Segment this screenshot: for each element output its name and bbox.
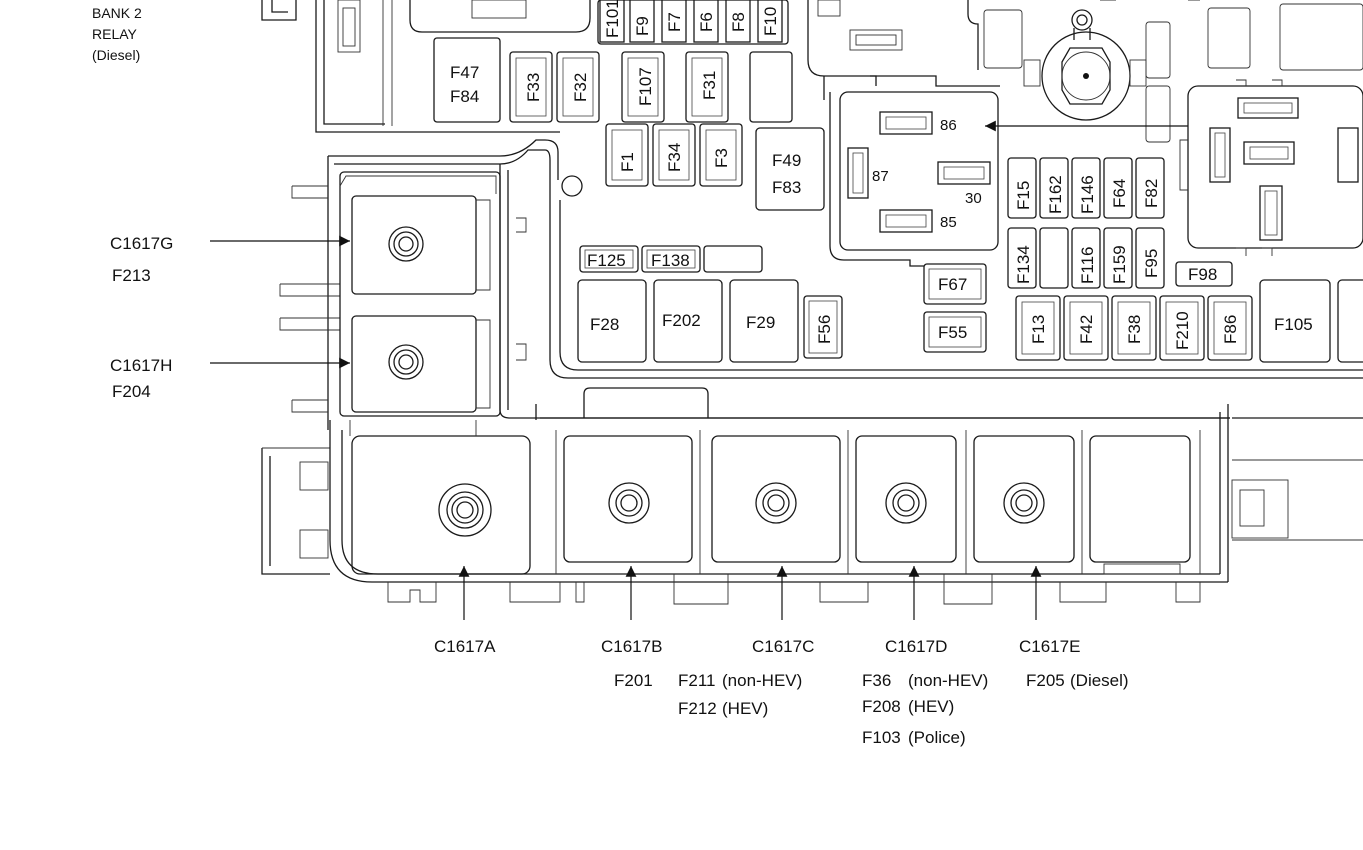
housing-outline	[261, 0, 1363, 605]
side-connector-blocks	[339, 171, 501, 436]
fuse-f6: F6	[697, 12, 716, 32]
fuse-f95: F95	[1142, 249, 1161, 278]
relay-pin-86: 86	[940, 117, 957, 134]
right-fuse-row-c	[1015, 279, 1363, 363]
fuse-f3: F3	[712, 148, 731, 168]
fuse-f101: F101	[603, 0, 622, 38]
c1617c-fuse-1: F211	[678, 671, 716, 690]
fuse-f47: F47	[450, 63, 479, 82]
fuse-f56: F56	[815, 315, 834, 344]
fuse-f67: F67	[938, 275, 967, 294]
c1617d-note-1: (non-HEV)	[908, 671, 988, 690]
c1617e-note: (Diesel)	[1070, 671, 1129, 690]
c1617d-fuse-3: F103	[862, 728, 901, 747]
bank2-relay-label-2: RELAY	[92, 26, 138, 42]
fuse-f8: F8	[729, 12, 748, 32]
fuse-f64: F64	[1110, 179, 1129, 208]
fuse-f82: F82	[1142, 179, 1161, 208]
fuse-row-lower	[577, 263, 987, 363]
fuse-f32: F32	[571, 73, 590, 102]
right-fuse-row-b	[1007, 227, 1233, 289]
fuse-f83: F83	[772, 178, 801, 197]
fuse-f105: F105	[1274, 315, 1313, 334]
fuse-f125: F125	[587, 251, 626, 270]
fuse-row-2	[433, 37, 793, 123]
fuse-f162: F162	[1046, 175, 1065, 214]
connector-c1617h-label: C1617H	[110, 356, 172, 375]
fuse-f13: F13	[1029, 315, 1048, 344]
right-relay	[1179, 79, 1363, 256]
top-fuse-strip	[597, 0, 789, 45]
relay-block	[823, 75, 1000, 267]
fuse-f146: F146	[1078, 175, 1097, 214]
connector-c1617c-label: C1617C	[752, 637, 814, 656]
c1617d-fuse-1: F36	[862, 671, 891, 690]
fuse-row-mid	[579, 245, 763, 273]
connector-c1617b-label: C1617B	[601, 637, 662, 656]
fuse-f202: F202	[662, 311, 701, 330]
right-fuse-row-a	[1007, 157, 1165, 219]
c1617b-fuse: F201	[614, 671, 653, 690]
connector-c1617h-fuse: F204	[112, 382, 151, 401]
fuse-f15: F15	[1014, 181, 1033, 210]
connector-c1617g-fuse: F213	[112, 266, 151, 285]
fuse-f38: F38	[1125, 315, 1144, 344]
fuse-f84: F84	[450, 87, 479, 106]
relay-pin-87: 87	[872, 168, 889, 185]
fuse-f107: F107	[636, 67, 655, 106]
connector-c1617g-label: C1617G	[110, 234, 173, 253]
fuse-f10: F10	[761, 7, 780, 36]
c1617e-fuse: F205	[1026, 671, 1065, 690]
fuse-f9: F9	[633, 16, 652, 36]
fuse-f116: F116	[1078, 247, 1097, 285]
fuse-f28: F28	[590, 315, 619, 334]
connector-c1617d-label: C1617D	[885, 637, 947, 656]
c1617c-fuse-2: F212	[678, 699, 717, 718]
fuse-f33: F33	[524, 73, 543, 102]
c1617d-fuse-2: F208	[862, 697, 901, 716]
c1617c-note-1: (non-HEV)	[722, 671, 802, 690]
fuse-f138: F138	[651, 251, 690, 270]
fuse-f55: F55	[938, 323, 967, 342]
fuse-f86: F86	[1221, 315, 1240, 344]
fuse-f49: F49	[772, 151, 801, 170]
bank2-relay-label-1: BANK 2	[92, 5, 142, 21]
connector-c1617a-label: C1617A	[434, 637, 496, 656]
fuse-f42: F42	[1077, 315, 1096, 344]
upper-relay-fragments	[807, 0, 1363, 143]
connector-c1617e-label: C1617E	[1019, 637, 1080, 656]
fuse-f31: F31	[700, 71, 719, 100]
fuse-f159: F159	[1110, 245, 1129, 284]
c1617c-note-2: (HEV)	[722, 699, 768, 718]
fuse-f34: F34	[665, 143, 684, 172]
fuse-f7: F7	[665, 12, 684, 32]
relay-pin-30: 30	[965, 190, 982, 207]
bank2-relay-label-3: (Diesel)	[92, 47, 140, 63]
fuse-f210: F210	[1173, 311, 1192, 350]
fuse-row-3	[605, 123, 825, 211]
fuse-f1: F1	[618, 152, 637, 172]
relay-pin-85: 85	[940, 214, 957, 231]
fuse-f98: F98	[1188, 265, 1217, 284]
c1617d-note-3: (Police)	[908, 728, 966, 747]
c1617d-note-2: (HEV)	[908, 697, 954, 716]
connector-studs	[438, 482, 1045, 537]
fuse-f134: F134	[1014, 245, 1033, 284]
fuse-f29: F29	[746, 313, 775, 332]
